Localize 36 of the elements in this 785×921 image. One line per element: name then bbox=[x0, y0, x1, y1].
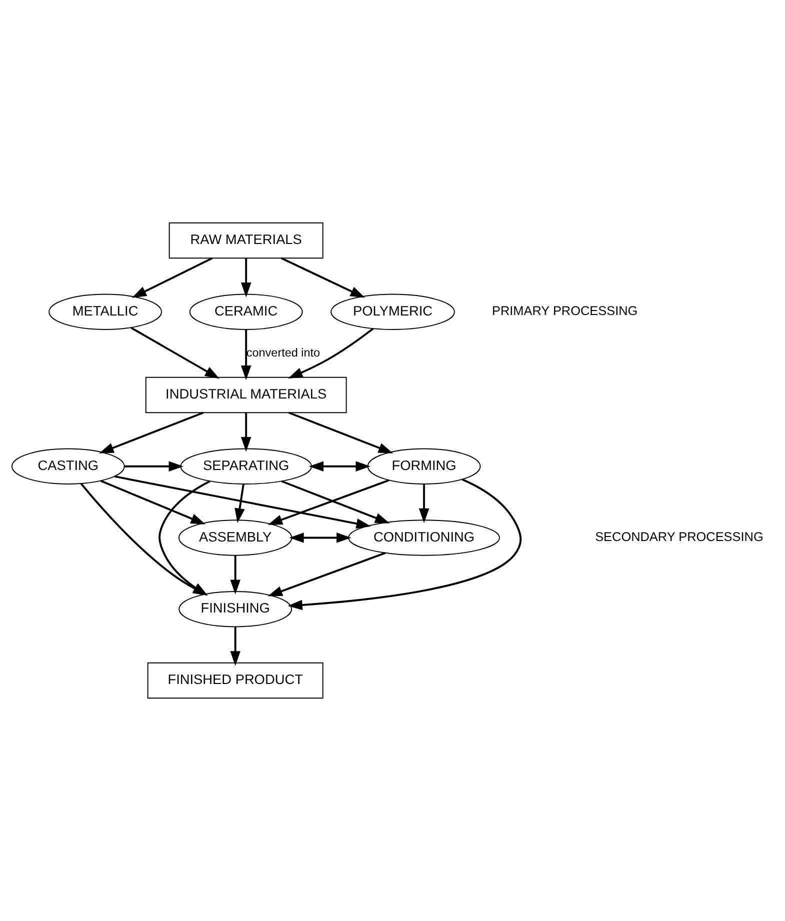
arrow bbox=[289, 532, 352, 543]
arrow bbox=[308, 461, 370, 472]
arrow bbox=[234, 484, 245, 524]
node-ellipse: CERAMIC bbox=[189, 294, 303, 330]
arrow bbox=[114, 475, 372, 529]
arrow bbox=[230, 556, 240, 594]
edge-label: converted into bbox=[246, 346, 320, 360]
arrow bbox=[268, 552, 386, 596]
node-ellipse: SEPARATING bbox=[180, 448, 312, 484]
arrow bbox=[281, 480, 390, 524]
node-ellipse: ASSEMBLY bbox=[178, 520, 292, 556]
node-ellipse: FINISHING bbox=[178, 591, 292, 628]
arrow bbox=[99, 412, 204, 454]
label: SECONDARY PROCESSING bbox=[595, 529, 764, 544]
node-ellipse: CASTING bbox=[11, 448, 125, 484]
arrow bbox=[240, 412, 252, 452]
arrow bbox=[240, 258, 252, 298]
node-ellipse: FORMING bbox=[367, 448, 481, 484]
arrow bbox=[268, 479, 390, 525]
label: PRIMARY PROCESSING bbox=[492, 303, 638, 318]
arrow bbox=[100, 480, 206, 524]
arrow bbox=[130, 326, 220, 379]
arrow bbox=[280, 257, 366, 298]
node-box: INDUSTRIAL MATERIALS bbox=[145, 376, 347, 414]
arrow bbox=[288, 412, 394, 454]
arrow bbox=[288, 328, 374, 378]
node-ellipse: METALLIC bbox=[48, 294, 162, 330]
arrow bbox=[288, 478, 522, 610]
arrow bbox=[132, 257, 213, 298]
node-ellipse: POLYMERIC bbox=[330, 294, 455, 330]
arrow bbox=[124, 461, 184, 472]
arrow bbox=[240, 330, 252, 380]
arrow bbox=[230, 626, 240, 666]
node-box: FINISHED PRODUCT bbox=[147, 662, 324, 699]
node-box: RAW MATERIALS bbox=[168, 222, 324, 259]
arrow bbox=[418, 484, 430, 524]
